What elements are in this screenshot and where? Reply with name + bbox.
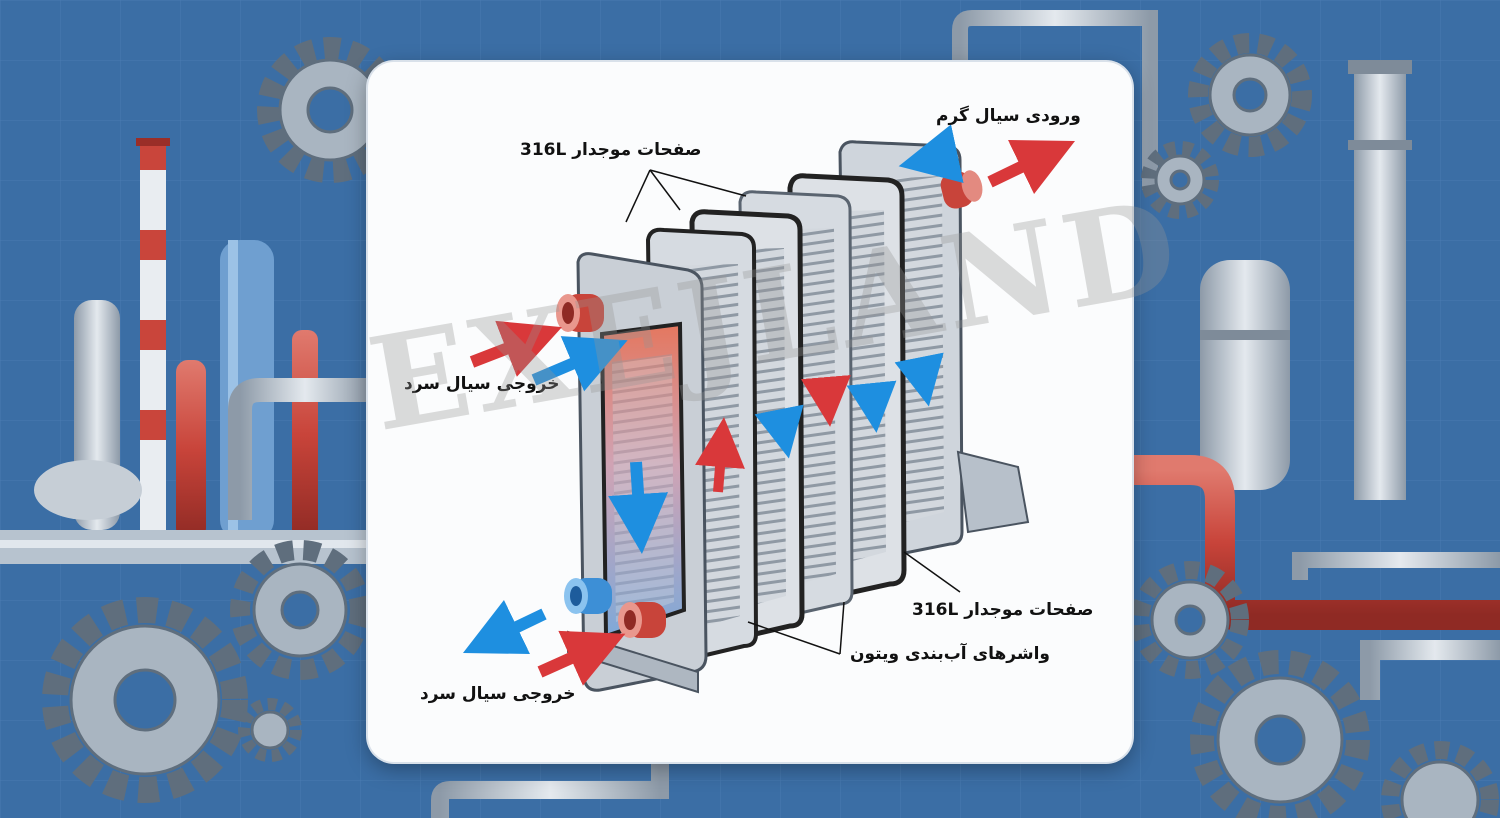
heat-exchanger-diagram	[462, 124, 1076, 694]
bottom-pipe-2	[431, 762, 669, 818]
label-cold-outlet-bottom: خروجی سیال سرد	[420, 684, 576, 704]
plate-flow-arrow-up	[695, 417, 745, 493]
label-cold-outlet-left: خروجی سیال سرد	[404, 374, 560, 394]
hot-outlet-arrow-bottom	[537, 630, 626, 686]
gear-icon	[230, 540, 370, 680]
leader-lines	[625, 169, 961, 655]
gear-icon	[1381, 741, 1499, 818]
label-plates-bottom: صفحات موجدار 316L	[912, 600, 1094, 620]
port-bottom-blue-nozzle	[564, 578, 612, 614]
gear-icon	[1190, 650, 1370, 818]
left-chimney-red	[136, 138, 170, 530]
gear-icon	[238, 698, 302, 762]
rear-support	[956, 450, 1030, 534]
cold-in-arrow-left	[531, 336, 628, 392]
left-vessel	[34, 300, 142, 530]
label-plates-top: صفحات موجدار 316L	[520, 140, 702, 160]
top-pipe-3	[952, 9, 1158, 190]
diagram-panel: ورودی سیال گرم صفحات موجدار 316L خروجی س…	[368, 62, 1132, 762]
gear-icon	[1131, 561, 1249, 679]
right-steel-pipe	[1292, 552, 1500, 580]
hot-outlet-arrow	[987, 140, 1076, 195]
label-gaskets: واشرهای آب‌بندی ویتون	[850, 644, 1050, 664]
port-top-left-nozzle	[556, 294, 604, 332]
right-tank	[1200, 260, 1290, 490]
left-red-column	[292, 330, 318, 540]
left-red-column-2	[176, 360, 206, 540]
label-hot-inlet: ورودی سیال گرم	[936, 106, 1081, 126]
hot-inlet-arrow	[898, 124, 964, 184]
plate-flow-arrow-down	[608, 461, 669, 554]
gear-icon	[1188, 33, 1312, 157]
left-steel-pipe	[228, 378, 370, 520]
hot-in-arrow-left	[469, 320, 562, 377]
gear-icon	[42, 597, 248, 803]
cold-outlet-arrow	[462, 599, 547, 655]
gear-icon	[1141, 141, 1219, 219]
port-bottom-red-nozzle	[618, 602, 666, 638]
